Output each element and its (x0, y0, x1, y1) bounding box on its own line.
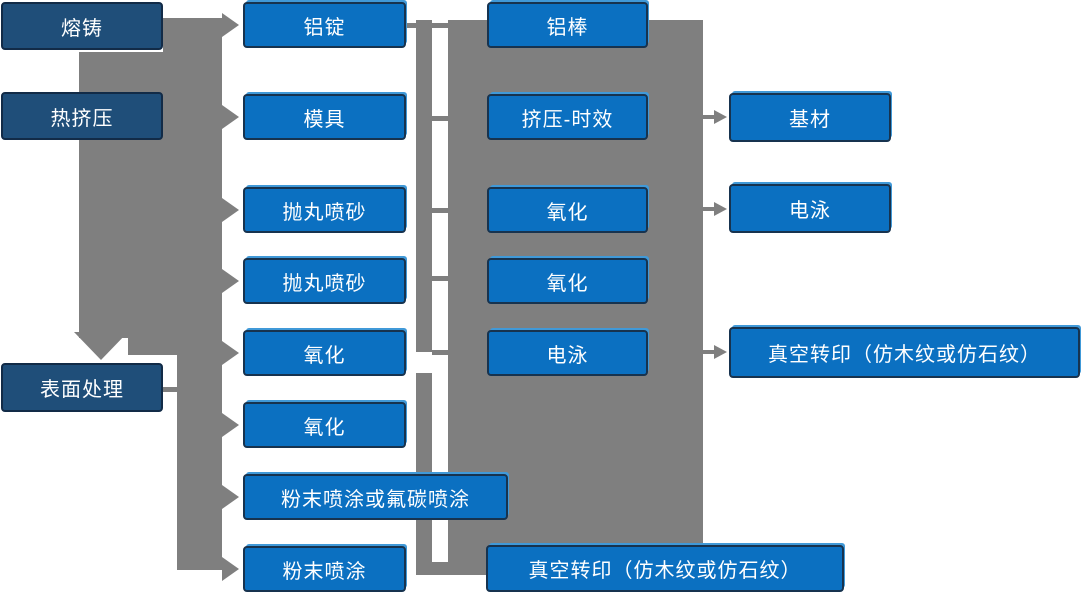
node-electrophoresis-1: 电泳 (487, 330, 648, 376)
connector-trunk-right (163, 18, 222, 338)
arrowhead-oxidation-2 (222, 413, 239, 437)
node-surface-treatment: 表面处理 (1, 363, 163, 412)
arrowhead-powder-or-fluorocarbon (222, 485, 239, 509)
tie-line-row3 (432, 208, 448, 213)
arrowhead-powder-coating (222, 557, 239, 581)
node-al-rod: 铝棒 (487, 2, 648, 48)
node-hot-extrusion: 热挤压 (1, 92, 163, 140)
node-oxidation-2: 氧化 (243, 402, 406, 448)
node-melt-cast: 熔铸 (1, 2, 163, 50)
tie-line-row5 (432, 350, 448, 355)
node-vacuum-transfer-2: 真空转印（仿木纹或仿石纹） (729, 327, 1080, 378)
arrowhead-mold (222, 105, 239, 129)
node-oxidation-4: 氧化 (487, 258, 648, 304)
arrow-line-substrate (703, 115, 716, 119)
connector-bottom-elbow (416, 562, 490, 575)
tie-line-row4 (432, 276, 448, 281)
arrowhead-substrate (714, 110, 727, 124)
node-vacuum-transfer-1: 真空转印（仿木纹或仿石纹） (486, 545, 844, 592)
node-electrophoresis-2: 电泳 (729, 184, 891, 233)
node-oxidation-3: 氧化 (487, 187, 648, 233)
down-arrowhead-surface-treatment (74, 332, 128, 360)
tie-line-al-ingot (407, 23, 448, 28)
node-substrate: 基材 (729, 93, 891, 142)
node-shot-blast-1: 抛丸喷砂 (243, 187, 406, 233)
arrow-line-electrophoresis-2 (703, 207, 716, 211)
arrow-line-vacuum-transfer-2 (703, 350, 716, 354)
tie-line-row2 (432, 116, 448, 121)
arrowhead-vacuum-transfer-2 (714, 345, 727, 359)
connector-bus-upper (416, 20, 432, 352)
node-al-ingot: 铝锭 (243, 2, 406, 48)
connector-surface-link (163, 387, 178, 392)
node-oxidation-1: 氧化 (243, 330, 406, 376)
node-mold: 模具 (243, 94, 406, 140)
node-extrusion-aging: 挤压-时效 (487, 94, 648, 140)
arrowhead-electrophoresis-2 (714, 202, 727, 216)
node-shot-blast-2: 抛丸喷砂 (243, 258, 406, 304)
arrowhead-al-ingot (222, 13, 239, 37)
node-powder-coating: 粉末喷涂 (243, 546, 406, 592)
arrowhead-shot-blast-2 (222, 269, 239, 293)
arrowhead-shot-blast-1 (222, 198, 239, 222)
arrowhead-oxidation-1 (222, 341, 239, 365)
node-powder-or-fluorocarbon: 粉末喷涂或氟碳喷涂 (243, 474, 508, 520)
connector-surface-band (177, 338, 222, 570)
